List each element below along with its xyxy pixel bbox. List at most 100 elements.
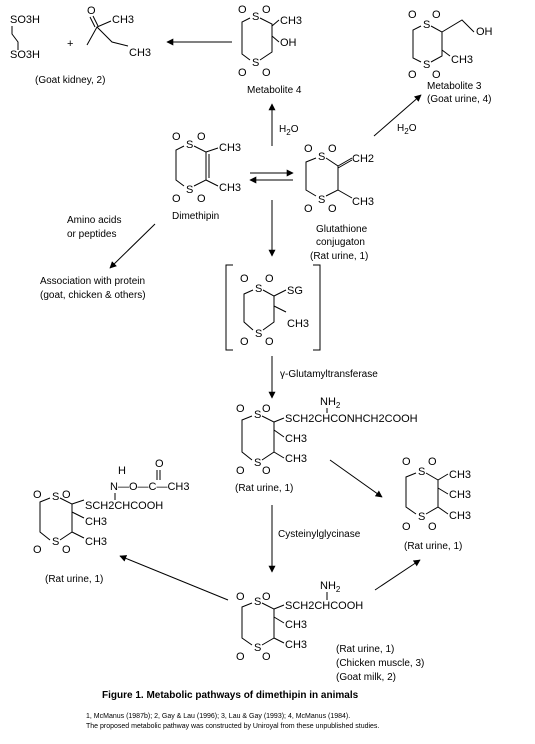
glutathione-conjugate-structure: S S O O O O SG CH3	[225, 264, 321, 351]
svg-text:S: S	[255, 328, 262, 340]
so3h-top-label: SO3H	[10, 14, 40, 26]
trimethyl-ch3-a: CH3	[449, 469, 471, 481]
gsh-nh2: NH2	[320, 396, 341, 410]
goat-kidney-label: (Goat kidney, 2)	[35, 75, 105, 86]
rat-urine-label-e: (Rat urine, 1)	[336, 644, 394, 655]
svg-text:O: O	[262, 651, 271, 663]
svg-text:O: O	[428, 521, 437, 533]
chicken-muscle-label: (Chicken muscle, 3)	[336, 658, 424, 669]
svg-text:S: S	[423, 59, 430, 71]
svg-text:S: S	[254, 642, 261, 654]
svg-text:O: O	[240, 336, 249, 348]
svg-text:S: S	[254, 596, 261, 608]
svg-text:S: S	[186, 139, 193, 151]
plus-sign: +	[67, 38, 73, 50]
svg-text:S: S	[52, 536, 59, 548]
cysteinylglycine-conjugate-structure: S S O O O O SCH2CHCONHCH2COOH NH2 CH3 CH…	[236, 396, 418, 477]
mercapturate-chain-bottom: SCH2CHCOOH	[85, 500, 163, 512]
svg-text:O: O	[62, 489, 71, 501]
trimethyl-ch3-c: CH3	[449, 510, 471, 522]
association-label: Association with protein	[40, 276, 145, 287]
svg-text:O: O	[328, 203, 337, 215]
svg-text:O: O	[432, 9, 441, 21]
svg-text:O: O	[265, 336, 274, 348]
svg-text:O: O	[240, 273, 249, 285]
dimethipin-ch3-top: CH3	[219, 142, 241, 154]
svg-text:O: O	[238, 4, 247, 16]
svg-text:O: O	[236, 651, 245, 663]
or-peptides-label: or peptides	[67, 229, 116, 240]
conjugate-ch3: CH3	[287, 318, 309, 330]
svg-text:O: O	[262, 4, 271, 16]
svg-text:O: O	[262, 591, 271, 603]
trimethyl-ch3-b: CH3	[449, 489, 471, 501]
svg-text:O: O	[432, 69, 441, 81]
dimethipin-structure: S S O O O O CH3 CH3	[172, 131, 241, 205]
svg-text:O: O	[236, 465, 245, 477]
glutathione-label: Glutathione	[316, 224, 368, 235]
mercapturate-ch3-b: CH3	[85, 536, 107, 548]
reaction-arrows	[109, 38, 422, 601]
gsh-ch3-b: CH3	[285, 453, 307, 465]
svg-text:O: O	[262, 403, 271, 415]
arrow-to-mercapturate	[119, 555, 229, 601]
association-species-label: (goat, chicken & others)	[40, 290, 146, 301]
mercapturate-chain-top: N—O—C—CH3	[110, 481, 189, 493]
svg-text:O: O	[197, 131, 206, 143]
mercapturate-h: H	[118, 465, 126, 477]
methylene-intermediate-structure: S S O O O O CH2 CH3	[304, 143, 374, 215]
svg-text:O: O	[155, 458, 164, 470]
svg-text:O: O	[402, 456, 411, 468]
svg-text:O: O	[172, 131, 181, 143]
svg-text:S: S	[255, 283, 262, 295]
metabolite-4-oh: OH	[280, 37, 297, 49]
svg-text:S: S	[318, 151, 325, 163]
svg-text:S: S	[254, 457, 261, 469]
gamma-glutamyltransferase-label: γ-Glutamyltransferase	[280, 369, 378, 380]
dimethipin-ch3-bottom: CH3	[219, 182, 241, 194]
svg-text:O: O	[408, 69, 417, 81]
trimethyl-product-structure: S S O O O O CH3 CH3 CH3	[402, 456, 471, 533]
h2o-label-right: H2O	[397, 123, 417, 136]
figure-caption: Figure 1. Metabolic pathways of dimethip…	[102, 690, 359, 701]
svg-text:S: S	[52, 491, 59, 503]
cys-chain-text: SCH2CHCOOH	[285, 600, 363, 612]
svg-text:S: S	[252, 11, 259, 23]
dimethipin-label: Dimethipin	[172, 211, 219, 222]
h2o-label-left: H2O	[279, 124, 299, 137]
svg-text:O: O	[87, 5, 96, 17]
svg-text:O: O	[304, 143, 313, 155]
metabolite-3-label: Metabolite 3	[427, 81, 482, 92]
mercapturate-conjugate-structure: S S O O O O SCH2CHCOOH N—O—C—CH3 H O CH3…	[33, 458, 189, 556]
svg-text:O: O	[262, 465, 271, 477]
ethanedisulfonic-acid-structure: SO3H SO3H	[10, 14, 40, 61]
butanone-ch3-top: CH3	[112, 14, 134, 26]
svg-text:O: O	[62, 544, 71, 556]
svg-text:S: S	[418, 511, 425, 523]
svg-text:O: O	[236, 403, 245, 415]
cysteinylglycinase-label: Cysteinylglycinase	[278, 529, 361, 540]
arrow-to-trimethyl-bottom	[374, 559, 421, 591]
conjugaton-label: conjugaton	[316, 237, 365, 248]
rat-urine-label-d: (Rat urine, 1)	[45, 574, 103, 585]
butanone-ch3-bottom: CH3	[129, 47, 151, 59]
arrow-to-trimethyl-top	[329, 459, 383, 498]
rat-urine-label-c: (Rat urine, 1)	[404, 541, 462, 552]
svg-text:S: S	[418, 466, 425, 478]
svg-text:O: O	[428, 456, 437, 468]
svg-text:O: O	[197, 193, 206, 205]
svg-text:S: S	[423, 19, 430, 31]
rat-urine-label-a: (Rat urine, 1)	[310, 251, 368, 262]
svg-text:S: S	[318, 194, 325, 206]
svg-text:S: S	[254, 409, 261, 421]
metabolite-4-structure: S S O O O O CH3 OH	[238, 4, 302, 79]
intermediate-ch2: CH2	[352, 153, 374, 165]
figure-references: 1, McManus (1987b); 2, Gay & Lau (1996);…	[86, 713, 350, 720]
svg-text:O: O	[33, 489, 42, 501]
svg-text:O: O	[262, 67, 271, 79]
metabolite-3-structure: S S O O O O OH CH3	[408, 9, 493, 81]
svg-text:S: S	[186, 184, 193, 196]
arrow-to-metabolite-3	[373, 94, 422, 137]
cysteine-conjugate-structure: S S O O O O SCH2CHCOOH NH2 CH3 CH3	[236, 580, 363, 663]
